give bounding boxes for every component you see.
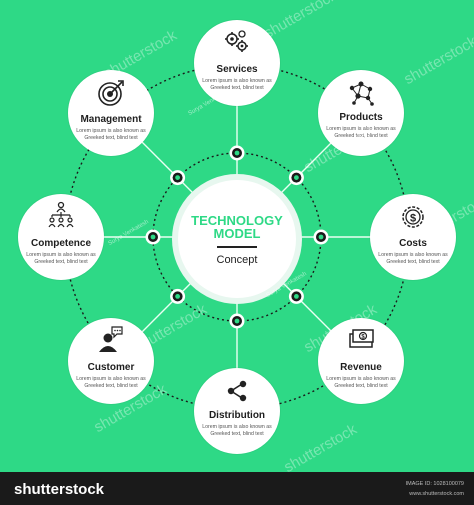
diagram-canvas: TECHNOLOGY MODEL Concept Services Lorem … bbox=[18, 0, 474, 476]
svg-text:$: $ bbox=[410, 213, 416, 225]
connector-dot bbox=[145, 229, 161, 245]
node-title: Products bbox=[339, 112, 383, 123]
node-revenue: $ Revenue Lorem ipsum is also known as G… bbox=[318, 318, 404, 404]
customer-chat-icon bbox=[99, 326, 123, 352]
node-description: Lorem ipsum is also known as Greeked tex… bbox=[202, 78, 272, 91]
center-subtitle: Concept bbox=[216, 254, 258, 266]
node-description: Lorem ipsum is also known as Greeked tex… bbox=[326, 376, 396, 389]
node-title: Revenue bbox=[340, 362, 382, 373]
center-title: TECHNOLOGY MODEL bbox=[191, 213, 283, 241]
footer-image-id: IMAGE ID: 1028100079 bbox=[405, 481, 464, 487]
node-customer: Customer Lorem ipsum is also known as Gr… bbox=[68, 318, 154, 404]
footer-logo: shutterstock bbox=[14, 481, 105, 498]
connector-dots bbox=[145, 145, 329, 329]
svg-text:$: $ bbox=[361, 334, 365, 340]
node-title: Distribution bbox=[208, 410, 266, 421]
dollar-gear-icon: $ bbox=[402, 206, 424, 228]
node-title: Costs bbox=[399, 238, 427, 249]
node-description: Lorem ipsum is also known as Greeked tex… bbox=[326, 126, 396, 139]
node-description: Lorem ipsum is also known as Greeked tex… bbox=[76, 376, 146, 389]
gears-icon bbox=[225, 30, 248, 52]
node-products: Products Lorem ipsum is also known as Gr… bbox=[318, 70, 404, 156]
connector-dot bbox=[229, 313, 245, 329]
node-services: Services Lorem ipsum is also known as Gr… bbox=[194, 20, 280, 106]
org-chart-icon bbox=[48, 201, 74, 228]
node-title: Customer bbox=[87, 362, 135, 373]
node-title: Management bbox=[80, 114, 142, 125]
footer-url: www.shutterstock.com bbox=[409, 491, 464, 497]
connector-dot bbox=[288, 288, 304, 304]
cash-icon: $ bbox=[349, 329, 374, 348]
share-icon bbox=[227, 380, 247, 402]
connector-dot bbox=[288, 170, 304, 186]
node-title: Services bbox=[216, 64, 258, 75]
network-icon bbox=[349, 81, 374, 106]
node-description: Lorem ipsum is also known as Greeked tex… bbox=[202, 424, 272, 437]
target-icon bbox=[98, 80, 124, 106]
center-hub: TECHNOLOGY MODEL Concept bbox=[178, 180, 296, 298]
node-competence: Competence Lorem ipsum is also known as … bbox=[18, 194, 104, 280]
connector-dot bbox=[170, 170, 186, 186]
node-description: Lorem ipsum is also known as Greeked tex… bbox=[378, 252, 448, 265]
node-description: Lorem ipsum is also known as Greeked tex… bbox=[26, 252, 96, 265]
node-title: Competence bbox=[30, 238, 91, 249]
footer-bar: shutterstock IMAGE ID: 1028100079 www.sh… bbox=[0, 472, 474, 505]
node-management: Management Lorem ipsum is also known as … bbox=[68, 70, 154, 156]
center-divider bbox=[217, 246, 257, 248]
connector-dot bbox=[313, 229, 329, 245]
node-costs: $ Costs Lorem ipsum is also known as Gre… bbox=[370, 194, 456, 280]
node-distribution: Distribution Lorem ipsum is also known a… bbox=[194, 368, 280, 454]
connector-dot bbox=[229, 145, 245, 161]
connector-dot bbox=[170, 288, 186, 304]
node-description: Lorem ipsum is also known as Greeked tex… bbox=[76, 128, 146, 141]
